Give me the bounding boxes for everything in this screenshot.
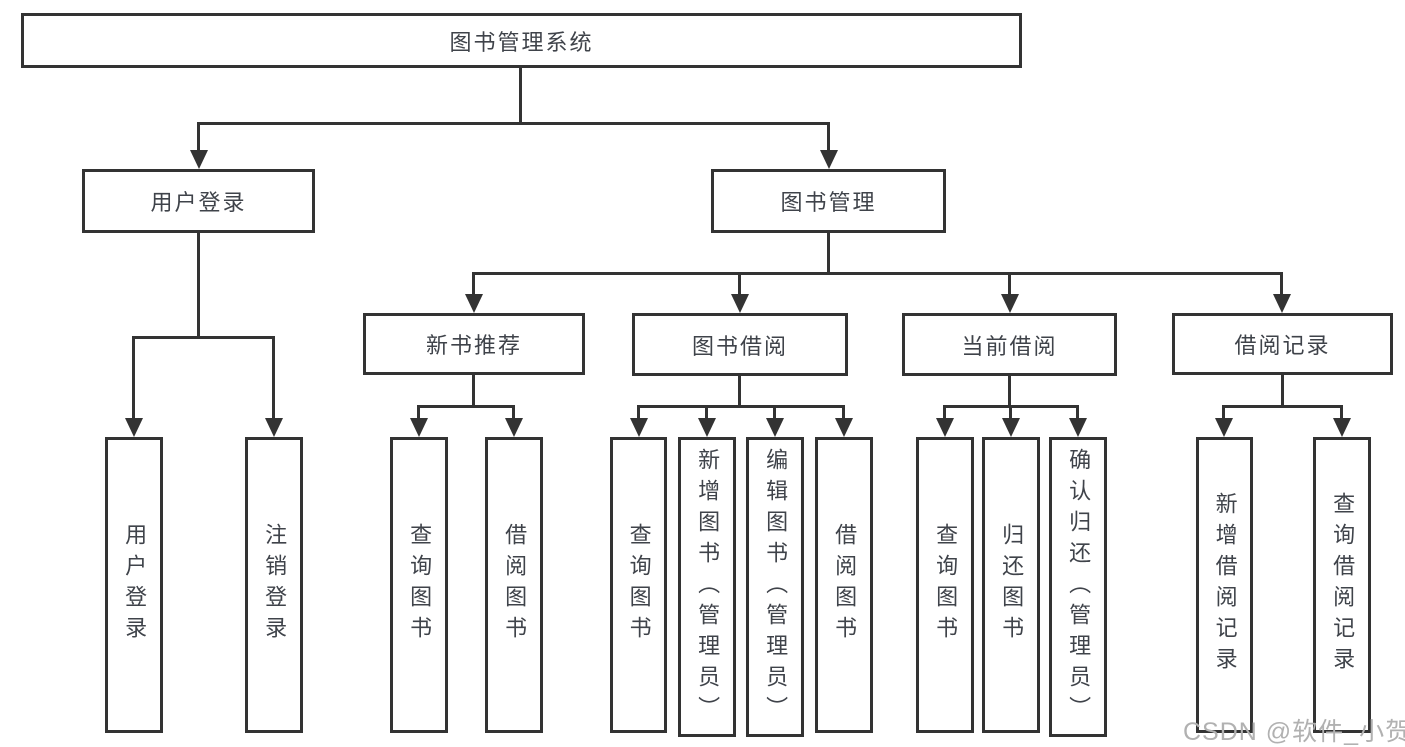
connector-bm-drop-3 [1008, 272, 1011, 294]
node-leaf-borrow-books-2: 借阅图书 [815, 437, 873, 733]
arrowhead-icon [835, 418, 853, 437]
connector-bm-drop-4 [1280, 272, 1283, 294]
arrowhead-icon [820, 150, 838, 169]
node-new-books: 新书推荐 [363, 313, 585, 375]
arrowhead-icon [1069, 418, 1087, 437]
node-leaf-confirm-return-admin: 确认归还（管理员） [1049, 437, 1107, 737]
connector-cb-drop-3 [1076, 405, 1079, 418]
node-leaf-confirm-return-admin-label: 确认归还（管理员） [1066, 447, 1092, 727]
node-leaf-return-books-label: 归还图书 [999, 523, 1025, 647]
connector-bm-drop-1 [472, 272, 475, 294]
connector-cb-drop-1 [943, 405, 946, 418]
connector-root-rail [197, 122, 830, 125]
arrowhead-icon [1273, 294, 1291, 313]
arrowhead-icon [630, 418, 648, 437]
arrowhead-icon [1001, 294, 1019, 313]
node-new-books-label: 新书推荐 [425, 333, 522, 358]
connector-borrow-records-stem [1281, 375, 1284, 405]
node-leaf-query-borrow-record: 查询借阅记录 [1313, 437, 1371, 733]
connector-br-drop-1 [1222, 405, 1225, 418]
arrowhead-icon [731, 294, 749, 313]
connector-root-drop-right [827, 122, 830, 151]
node-user-login-label: 用户登录 [150, 190, 247, 215]
node-leaf-query-books-1-label: 查询图书 [407, 523, 433, 647]
node-user-login: 用户登录 [82, 169, 315, 233]
node-root-label: 图书管理系统 [449, 29, 594, 55]
arrowhead-icon [766, 418, 784, 437]
node-leaf-query-books-2: 查询图书 [610, 437, 667, 733]
node-leaf-edit-books-admin: 编辑图书（管理员） [746, 437, 804, 737]
connector-nb-drop-1 [417, 405, 420, 418]
connector-nb-drop-2 [512, 405, 515, 418]
node-leaf-query-books-2-label: 查询图书 [626, 523, 652, 647]
arrowhead-icon [465, 294, 483, 313]
connector-book-borrow-stem [738, 376, 741, 405]
connector-user-login-drop-2 [272, 336, 275, 419]
node-leaf-borrow-books-1-label: 借阅图书 [502, 523, 528, 647]
node-leaf-add-borrow-record: 新增借阅记录 [1196, 437, 1253, 733]
connector-bb-drop-3 [773, 405, 776, 418]
connector-bb-drop-2 [705, 405, 708, 418]
arrowhead-icon [698, 418, 716, 437]
connector-user-login-drop-1 [132, 336, 135, 419]
node-leaf-borrow-books-2-label: 借阅图书 [832, 523, 858, 647]
connector-root-stem [519, 68, 522, 122]
arrowhead-icon [1215, 418, 1233, 437]
connector-cb-drop-2 [1009, 405, 1012, 418]
node-book-borrow: 图书借阅 [632, 313, 848, 376]
connector-bb-drop-1 [637, 405, 640, 418]
node-leaf-logout-label: 注销登录 [262, 523, 288, 647]
arrowhead-icon [125, 418, 143, 437]
arrowhead-icon [1002, 418, 1020, 437]
arrowhead-icon [505, 418, 523, 437]
node-leaf-user-login: 用户登录 [105, 437, 163, 733]
watermark: CSDN @软件_小贺同学 [1183, 718, 1405, 746]
node-leaf-user-login-label: 用户登录 [122, 523, 148, 647]
node-leaf-add-borrow-record-label: 新增借阅记录 [1212, 492, 1238, 678]
node-leaf-query-books-3-label: 查询图书 [933, 523, 959, 647]
arrowhead-icon [190, 150, 208, 169]
node-current-borrow: 当前借阅 [902, 313, 1117, 376]
arrowhead-icon [936, 418, 954, 437]
node-leaf-return-books: 归还图书 [982, 437, 1040, 733]
arrowhead-icon [1333, 418, 1351, 437]
node-leaf-query-borrow-record-label: 查询借阅记录 [1330, 492, 1356, 678]
connector-borrow-records-rail [1222, 405, 1343, 408]
node-leaf-add-books-admin-label: 新增图书（管理员） [695, 447, 721, 727]
arrowhead-icon [410, 418, 428, 437]
node-book-borrow-label: 图书借阅 [691, 333, 788, 359]
node-current-borrow-label: 当前借阅 [961, 333, 1058, 359]
connector-user-login-stem [197, 233, 200, 336]
arrowhead-icon [265, 418, 283, 437]
connector-new-books-stem [472, 375, 475, 405]
node-borrow-records-label: 借阅记录 [1234, 333, 1331, 358]
connector-new-books-rail [417, 405, 515, 408]
connector-user-login-rail [132, 336, 275, 339]
node-root: 图书管理系统 [21, 13, 1022, 68]
connector-book-management-stem [827, 233, 830, 272]
node-book-management: 图书管理 [711, 169, 946, 233]
node-leaf-borrow-books-1: 借阅图书 [485, 437, 543, 733]
connector-bb-drop-4 [842, 405, 845, 418]
connector-book-management-rail [472, 272, 1282, 275]
connector-bm-drop-2 [738, 272, 741, 294]
node-leaf-query-books-1: 查询图书 [390, 437, 448, 733]
node-leaf-logout: 注销登录 [245, 437, 303, 733]
node-leaf-query-books-3: 查询图书 [916, 437, 974, 733]
node-leaf-add-books-admin: 新增图书（管理员） [678, 437, 736, 737]
connector-br-drop-2 [1340, 405, 1343, 418]
node-borrow-records: 借阅记录 [1172, 313, 1393, 375]
node-leaf-edit-books-admin-label: 编辑图书（管理员） [763, 447, 789, 727]
connector-current-borrow-stem [1008, 376, 1011, 405]
connector-book-borrow-rail [637, 405, 845, 408]
node-book-management-label: 图书管理 [780, 190, 877, 215]
connector-root-drop-left [197, 122, 200, 151]
